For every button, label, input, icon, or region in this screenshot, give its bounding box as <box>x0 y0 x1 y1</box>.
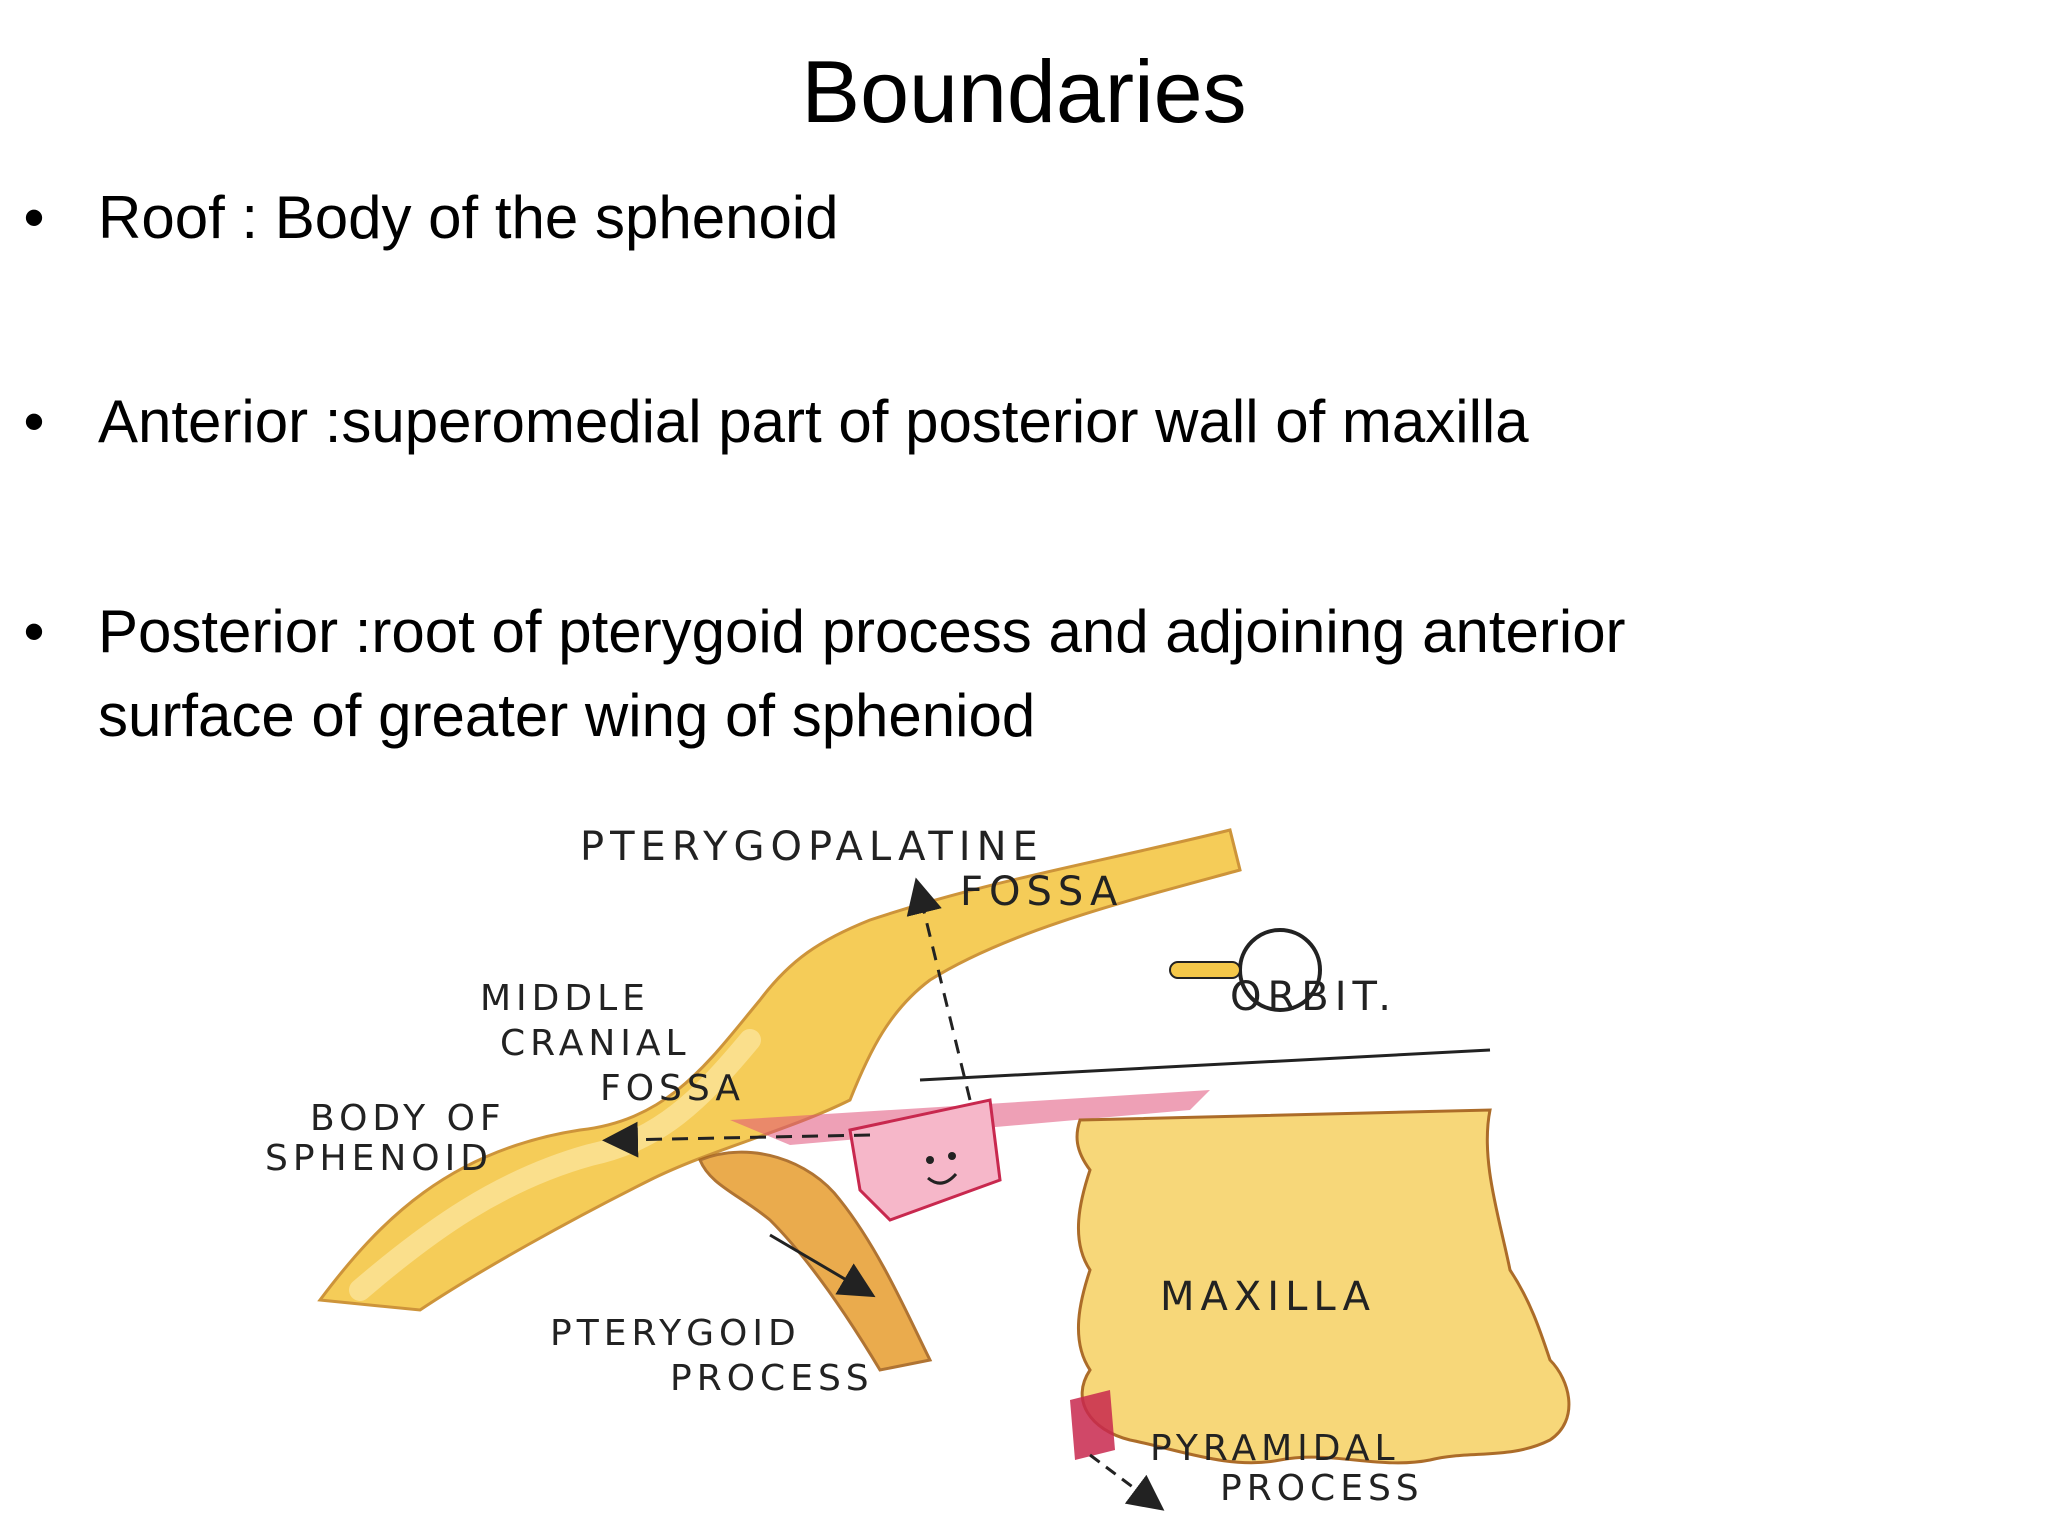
label-fossa-line1: PTERYGOPALATINE <box>580 824 1044 870</box>
sphenoid-bone-shape <box>317 828 1242 1312</box>
pyramidal-process-shape <box>1070 1390 1115 1460</box>
label-body-sphenoid-line2: SPHENOID <box>265 1138 493 1179</box>
slide-title: Boundaries <box>801 42 1247 141</box>
orbit-canal <box>1169 961 1241 979</box>
arrow-to-body-sphenoid <box>602 1121 871 1158</box>
label-middle-cranial-line1: MIDDLE <box>480 978 650 1019</box>
bullet-list: • Roof : Body of the sphenoid • Anterior… <box>23 184 1898 758</box>
bullet-text-line2: surface of greater wing of spheniod <box>98 682 1036 749</box>
orbit-floor-line <box>919 1048 1491 1082</box>
label-fossa-line2: FOSSA <box>960 869 1123 915</box>
label-body-sphenoid-line1: BODY OF <box>310 1098 506 1139</box>
arrow-to-pterygoid-label <box>769 1233 876 1298</box>
fossa-face-eye-right <box>948 1152 956 1160</box>
maxilla-shape <box>1075 1108 1571 1465</box>
label-pyramidal-line1: PYRAMIDAL <box>1150 1428 1400 1469</box>
label-pterygoid-line1: PTERYGOID <box>550 1313 801 1354</box>
fossa-shape <box>848 1098 1002 1222</box>
label-maxilla: MAXILLA <box>1160 1274 1376 1320</box>
bullet-marker: • <box>23 598 45 665</box>
label-pyramidal-line2: PROCESS <box>1220 1468 1424 1509</box>
bullet-text: Anterior :superomedial part of posterior… <box>98 388 1529 455</box>
sphenoid-bone-highlight <box>349 1029 761 1301</box>
arrow-to-fossa-label <box>906 877 972 1101</box>
pterygopalatine-fossa-diagram: PTERYGOPALATINE FOSSA ORBIT. MIDDLE CRAN… <box>265 824 1571 1511</box>
fossa-face-eye-left <box>926 1156 934 1164</box>
bullet-text: Roof : Body of the sphenoid <box>98 184 839 251</box>
label-pterygoid-line2: PROCESS <box>670 1358 874 1399</box>
bullet-marker: • <box>23 388 45 455</box>
arrow-to-pyramidal-label <box>1089 1453 1165 1511</box>
label-middle-cranial-line3: FOSSA <box>600 1068 745 1109</box>
bullet-text-line1: Posterior :root of pterygoid process and… <box>98 598 1626 665</box>
fossa-face-mouth <box>927 1172 958 1185</box>
label-orbit: ORBIT. <box>1230 974 1397 1020</box>
bullet-text: Posterior :root of pterygoid process and… <box>98 590 1898 758</box>
label-middle-cranial-line2: CRANIAL <box>500 1023 691 1064</box>
bullet-marker: • <box>23 184 45 251</box>
